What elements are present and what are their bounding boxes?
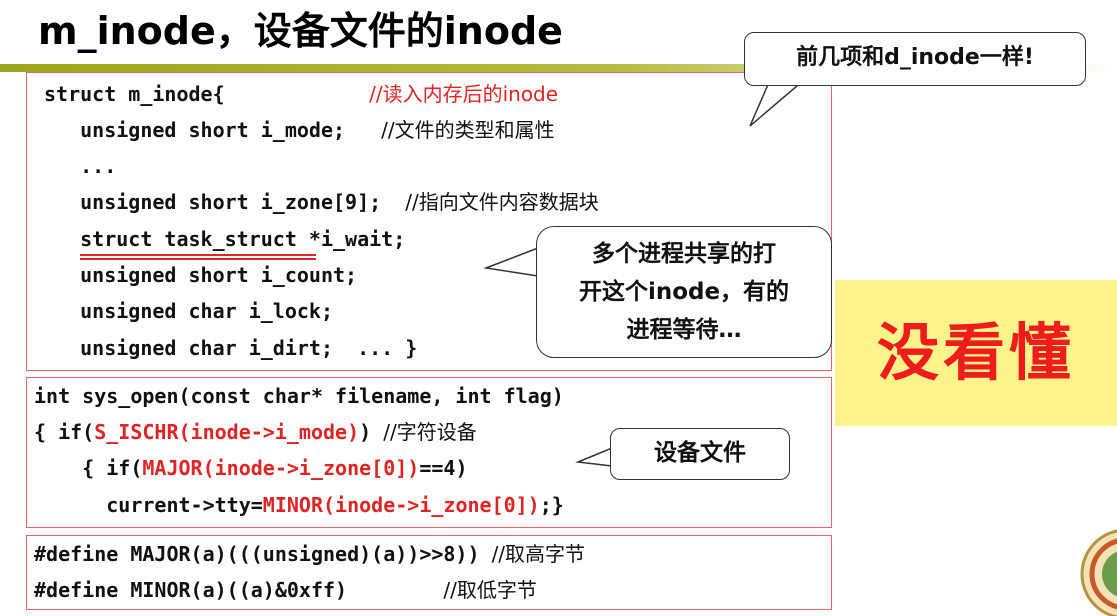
code-line-s-ischr: { if(S_ISCHR(inode->i_mode)) //字符设备 [34,420,477,444]
code-line-i-zone: unsigned short i_zone[9]; //指向文件内容数据块 [44,190,599,214]
code-line-major: { if(MAJOR(inode->i_zone[0])==4) [34,456,468,480]
code-line-i-dirt: unsigned char i_dirt; ... } [44,336,418,360]
title-rule [0,64,1117,72]
callout-tail-top [749,79,807,127]
callout-device-file: 设备文件 [610,428,790,480]
code-line-i-mode: unsigned short i_mode; //文件的类型和属性 [44,118,555,142]
code-line-ellipsis: ... [44,154,117,178]
code-line-define-major: #define MAJOR(a)(((unsigned)(a))>>8)) //… [34,542,586,566]
code-line-struct: struct m_inode{ //读入内存后的inode [44,82,559,106]
callout-shared-inode: 多个进程共享的打 开这个inode，有的 进程等待… [536,226,832,358]
callout-shared-line2: 开这个inode，有的 [578,279,790,305]
callout-shared-line3: 进程等待… [626,317,742,343]
callout-same-as-dinode: 前几项和d_inode一样! [744,32,1086,86]
code-line-define-minor: #define MINOR(a)((a)&0xff) //取低字节 [34,578,537,602]
code-line-i-count: unsigned short i_count; [44,263,358,287]
i-wait-underline [80,254,316,260]
code-line-i-lock: unsigned char i_lock; [44,299,333,323]
sticky-note: 没看懂 [835,280,1117,426]
code-line-sys-open: int sys_open(const char* filename, int f… [34,384,564,408]
slide-title: m_inode，设备文件的inode [38,9,563,53]
callout-shared-line1: 多个进程共享的打 [592,241,776,267]
university-logo [1080,529,1117,616]
define-code-box [26,535,832,610]
code-line-i-wait: struct task_struct *i_wait; [44,227,406,251]
code-line-minor-tty: current->tty=MINOR(inode->i_zone[0]);} [34,493,564,517]
